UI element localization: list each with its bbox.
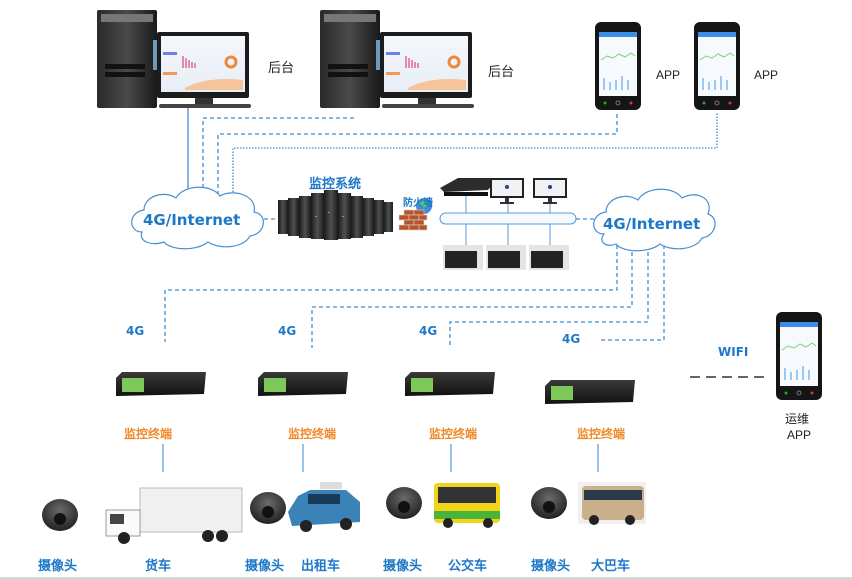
camera-2-label: 摄像头	[245, 559, 285, 574]
taxi-vehicle	[288, 482, 360, 532]
storage-server-2	[486, 245, 526, 270]
mobile-phone-2	[694, 22, 740, 110]
terminal-1-link-label: 4G	[126, 324, 145, 338]
app-label-2: APP	[754, 68, 779, 82]
workstation-monitor-1	[490, 178, 524, 204]
camera-1-label: 摄像头	[38, 559, 78, 574]
dvr-terminal-4	[545, 380, 635, 404]
terminal-2-link-label: 4G	[278, 324, 297, 338]
camera-3	[386, 487, 422, 519]
terminal-2-label: 监控终端	[288, 427, 337, 441]
terminal3-link	[449, 245, 649, 346]
wifi-label: WIFI	[718, 345, 749, 359]
dvr-terminal-3	[405, 372, 495, 396]
terminal1-link	[164, 245, 618, 342]
vehicle-4-label: 大巴车	[591, 559, 631, 574]
storage-server-3	[529, 245, 569, 270]
vehicle-2-label: 出租车	[301, 559, 341, 574]
vehicle-1-label: 货车	[145, 559, 172, 574]
cloud-right-label: 4G/Internet	[603, 215, 701, 233]
firewall-device	[398, 198, 432, 231]
monitoring-system-label: 监控系统	[309, 177, 362, 192]
backend-pc-1	[97, 10, 251, 108]
dvr-terminal-2	[258, 372, 348, 396]
app2-link-dotted	[232, 112, 718, 195]
camera-1	[42, 499, 78, 531]
backend-pc-2	[320, 10, 474, 108]
terminal-3-label: 监控终端	[429, 427, 478, 441]
server-cluster	[278, 190, 393, 240]
camera-3-label: 摄像头	[383, 559, 423, 574]
cloud-right-shape	[593, 188, 716, 252]
maintenance-label-line1: 运维	[785, 412, 810, 426]
maintenance-phone	[776, 312, 822, 400]
backend-label-2: 后台	[488, 65, 515, 80]
camera-2	[250, 492, 286, 524]
terminal-3-link-label: 4G	[419, 324, 438, 338]
terminal2-link	[311, 245, 633, 348]
network-switch	[440, 178, 498, 196]
terminal-1-label: 监控终端	[124, 427, 173, 441]
cloud-left-label: 4G/Internet	[143, 211, 241, 229]
storage-server-1	[443, 245, 483, 270]
backend-link-dashed	[202, 117, 356, 195]
camera-4	[531, 487, 567, 519]
bottom-border	[0, 577, 852, 580]
workstation-monitor-2	[533, 178, 567, 204]
bus-vehicle	[434, 483, 500, 528]
truck-vehicle	[105, 487, 243, 544]
backend-label-1: 后台	[268, 61, 295, 76]
terminal-4-label: 监控终端	[577, 427, 626, 441]
vehicle-3-label: 公交车	[448, 559, 488, 574]
terminal4-link	[598, 245, 665, 341]
dvr-terminal-1	[116, 372, 206, 396]
terminal-4-link-label: 4G	[562, 332, 581, 346]
firewall-label: 防火墙	[403, 198, 433, 209]
cloud-left-shape	[131, 186, 264, 250]
maintenance-label-line2: APP	[787, 428, 812, 442]
coach-vehicle	[578, 482, 646, 525]
mobile-phone-1	[595, 22, 641, 110]
camera-4-label: 摄像头	[531, 559, 571, 574]
app-label-1: APP	[656, 68, 681, 82]
app1-link-dashed	[217, 112, 618, 195]
lan-bus	[439, 212, 577, 225]
